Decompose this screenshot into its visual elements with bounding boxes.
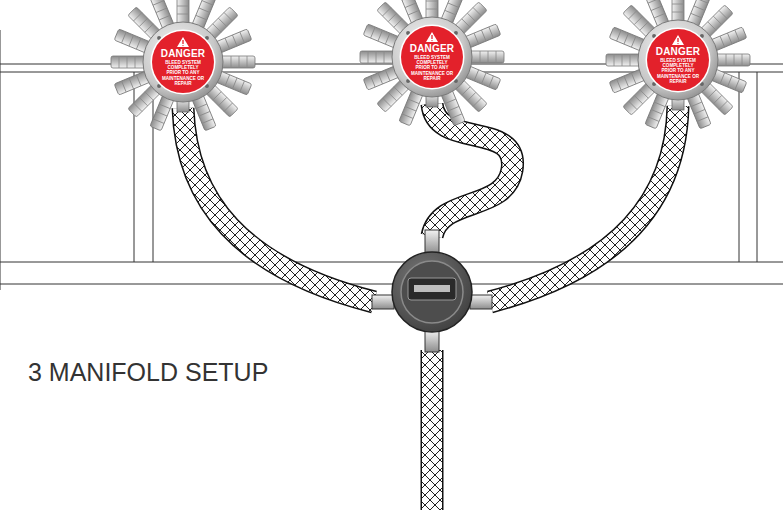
danger-word: DANGER [410,43,455,55]
braided-hoses [183,104,678,510]
hose-braid [432,104,513,236]
barb-fitting [606,54,642,66]
hose-outline [183,108,374,302]
barb-fitting [111,56,147,68]
hose-outline [421,350,444,510]
warning-triangle [672,35,684,45]
box-cover [401,261,463,323]
manifold-bodies [111,0,750,131]
manifold-body [143,22,223,102]
barb-fitting [219,56,255,68]
box-port [425,330,439,352]
hose-braid [490,106,678,302]
warning-text: BLEED SYSTEM COMPLETELY PRIOR TO ANY MAI… [410,55,454,81]
hose-outline [432,104,513,236]
danger-label: DANGERBLEED SYSTEM COMPLETELY PRIOR TO A… [150,29,216,95]
danger-label: DANGERBLEED SYSTEM COMPLETELY PRIOR TO A… [645,27,711,93]
box-port [425,230,439,254]
barb-fitting [714,54,750,66]
manifold [606,0,750,129]
manifold [360,0,504,126]
hose-braid [422,350,442,510]
box-display [414,285,450,292]
danger-label: DANGERBLEED SYSTEM COMPLETELY PRIOR TO A… [399,24,465,90]
warning-text: BLEED SYSTEM COMPLETELY PRIOR TO ANY MAI… [656,58,700,84]
box-body [392,252,472,332]
warning-triangle [177,37,189,47]
hose-braid [183,108,374,302]
barb-fitting [360,51,396,63]
box-window [408,278,456,300]
figure-title: 3 MANIFOLD SETUP [28,357,268,387]
hose-outline [490,106,678,302]
danger-word: DANGER [656,46,701,58]
junction-box [372,230,492,352]
manifold [111,0,255,131]
warning-triangle [426,32,438,42]
manifold-body [638,20,718,100]
manifold-body [392,17,472,97]
box-port [372,295,394,309]
warning-text: BLEED SYSTEM COMPLETELY PRIOR TO ANY MAI… [161,60,205,86]
danger-word: DANGER [161,48,206,60]
box-port [470,295,492,309]
barb-fitting [468,51,504,63]
